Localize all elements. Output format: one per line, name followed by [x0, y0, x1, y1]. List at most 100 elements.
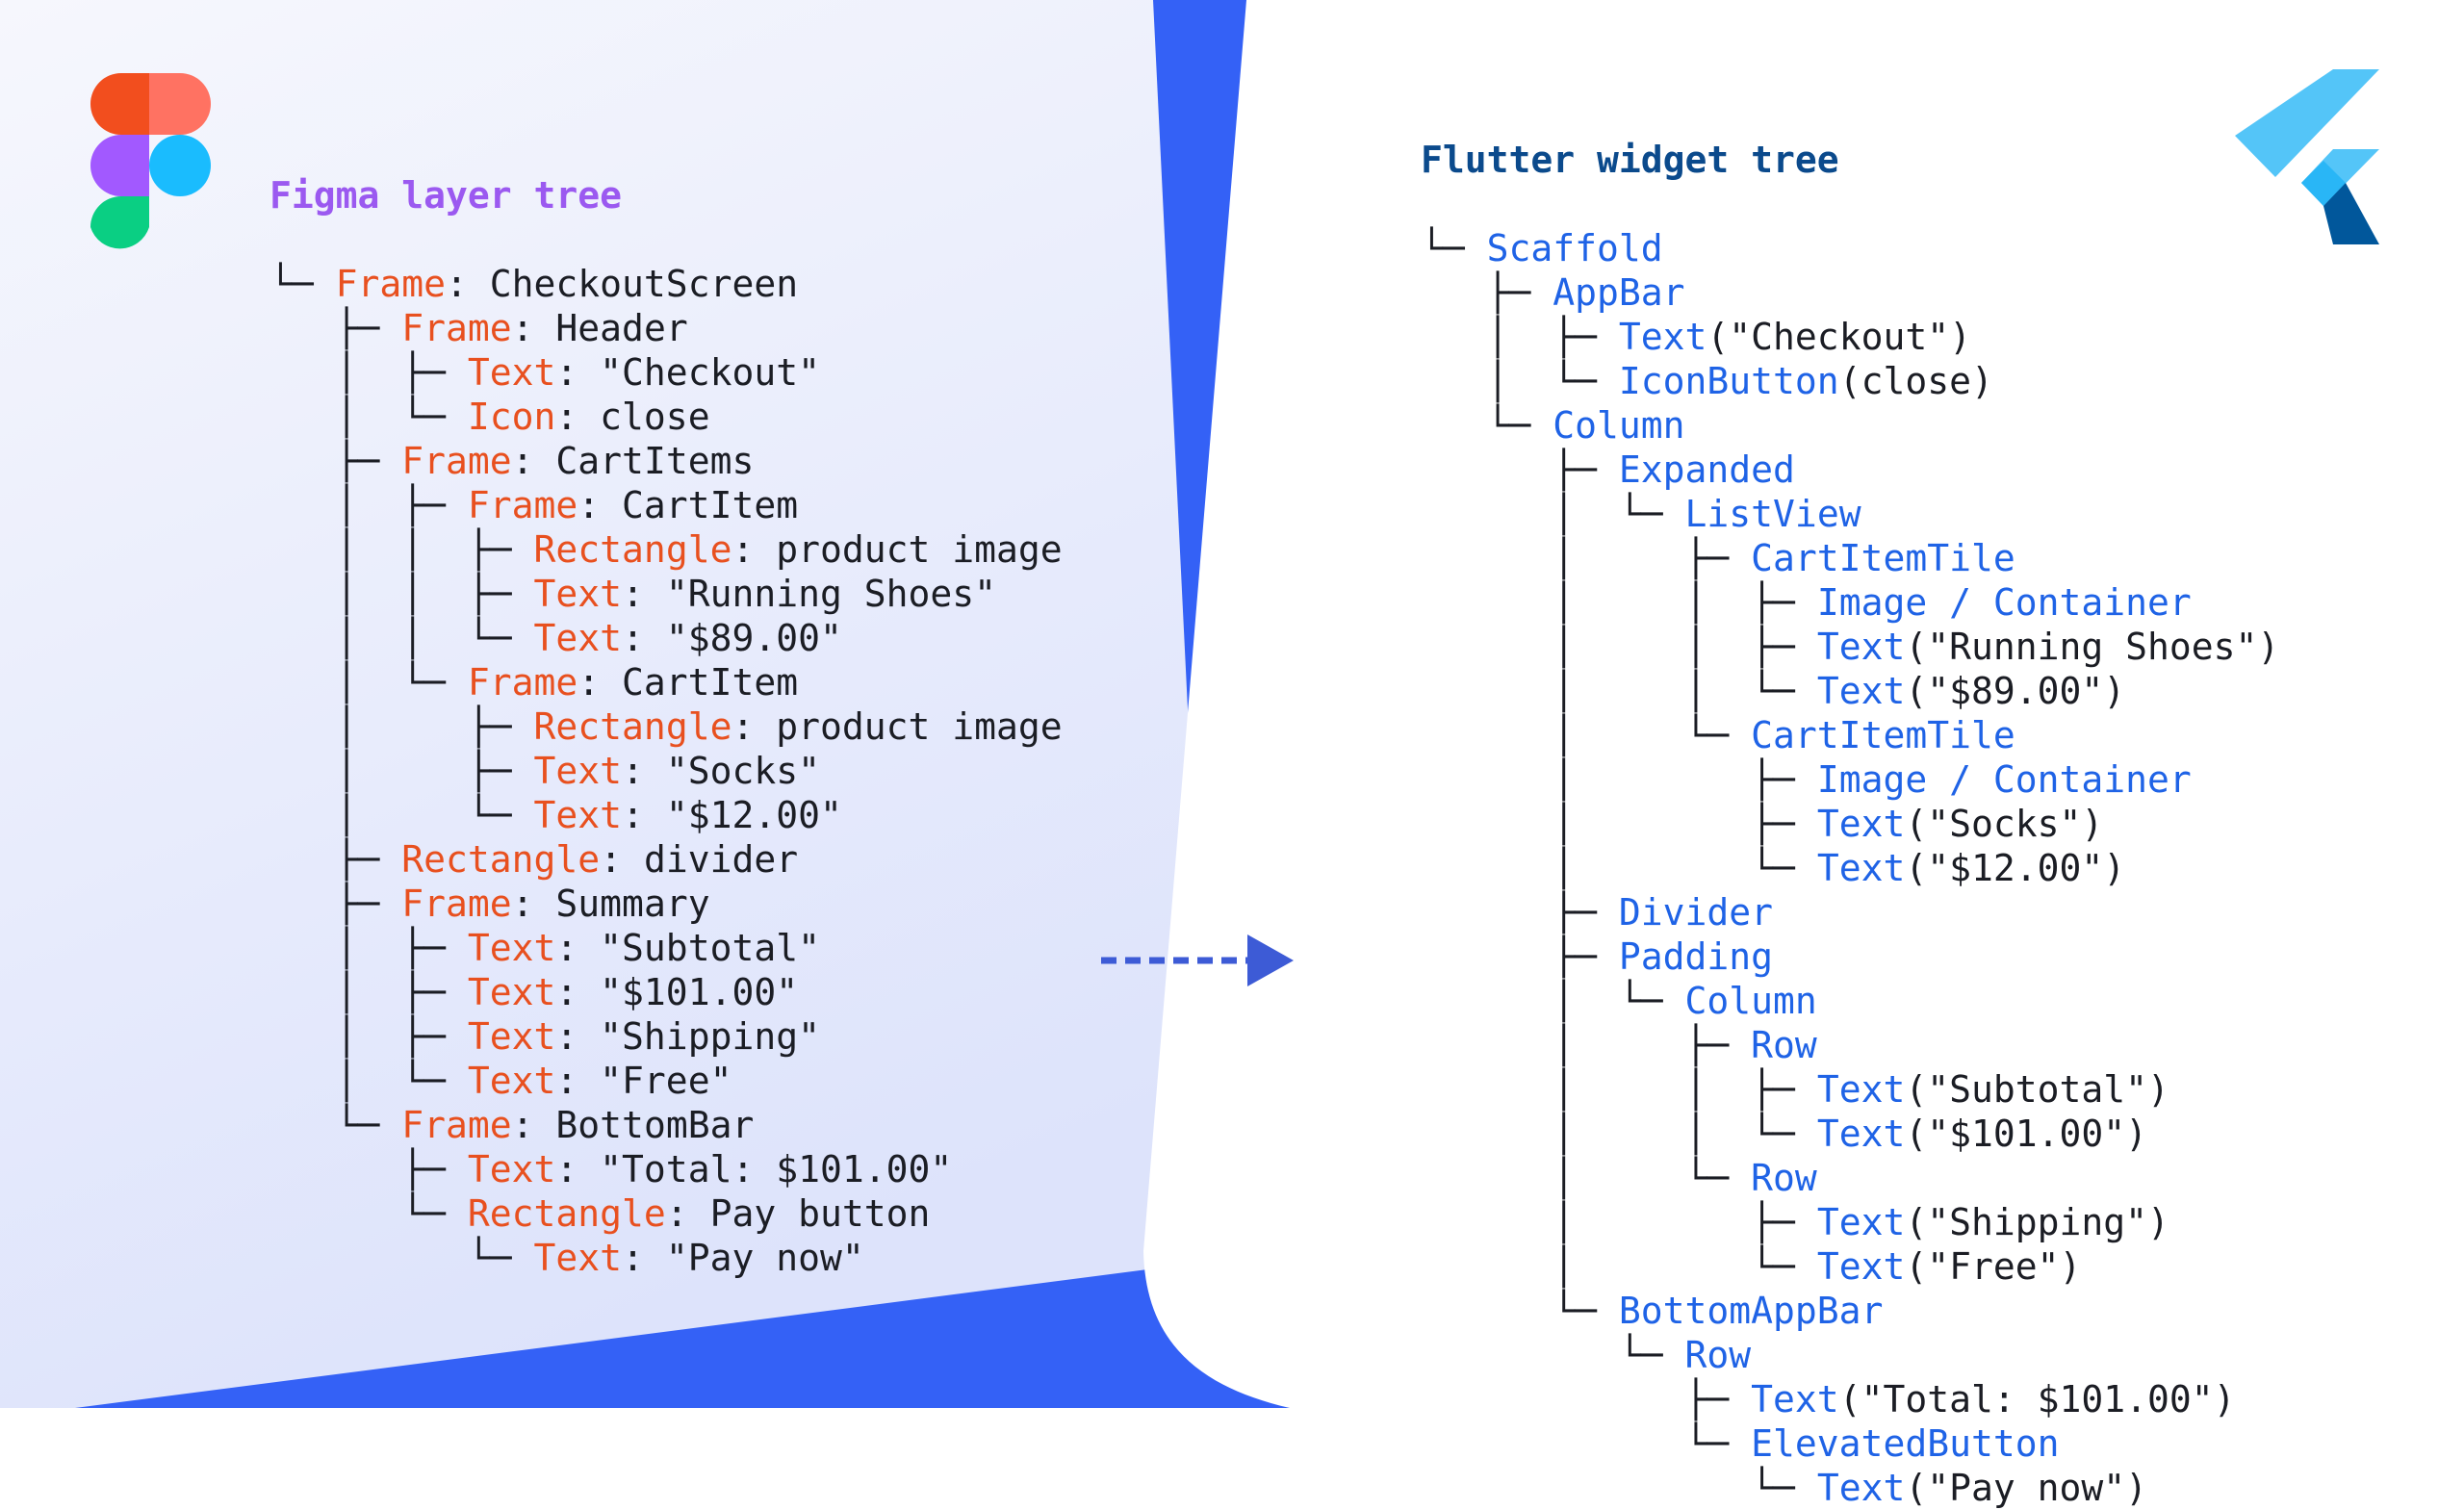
- figma-layer-node-label: : Pay button: [665, 1192, 931, 1235]
- flutter-widget-node: │ │ ├─ Text("Running Shoes"): [1421, 625, 2279, 669]
- figma-layer-node-label: : "$89.00": [622, 617, 842, 659]
- tree-connector: │ ├─: [1421, 537, 1752, 579]
- flutter-widget-node-type: Text: [1816, 1245, 1906, 1288]
- figma-layer-node-type: Text: [533, 573, 623, 615]
- tree-connector: └─: [1421, 1290, 1619, 1332]
- figma-layer-node-label: : "Subtotal": [555, 927, 820, 969]
- flutter-widget-node: │ ├─ Text("Socks"): [1421, 802, 2279, 846]
- flutter-widget-node-type: Divider: [1618, 891, 1774, 934]
- tree-connector: │ ├─: [1421, 1201, 1817, 1243]
- tree-connector: │ │ ├─: [1421, 1068, 1817, 1111]
- figma-layer-node-type: Text: [467, 1015, 556, 1058]
- figma-layer-node-label: : "Free": [555, 1060, 732, 1102]
- figma-layer-node: ├─ Text: "Total: $101.00": [270, 1147, 1063, 1191]
- flutter-widget-node: ├─ Text("Total: $101.00"): [1421, 1377, 2279, 1421]
- flutter-widget-node: │ │ └─ Text("$89.00"): [1421, 669, 2279, 713]
- tree-connector: │ │ ├─: [1421, 581, 1817, 624]
- figma-panel: [0, 0, 1215, 1408]
- tree-connector: ├─: [270, 1148, 468, 1190]
- flutter-widget-node-type: Text: [1816, 803, 1906, 845]
- flutter-widget-node: └─ Scaffold: [1421, 226, 2279, 270]
- flutter-widget-node: │ ├─ Text("Shipping"): [1421, 1200, 2279, 1244]
- tree-connector: └─: [270, 263, 336, 305]
- figma-layer-node-label: : "Pay now": [622, 1237, 864, 1279]
- tree-connector: │ └─: [270, 1060, 468, 1102]
- figma-layer-node: └─ Rectangle: Pay button: [270, 1191, 1063, 1236]
- tree-connector: │ └─: [1421, 847, 1817, 889]
- flutter-widget-node-type: Text: [1618, 316, 1707, 358]
- figma-layer-node: │ │ ├─ Text: "Running Shoes": [270, 572, 1063, 616]
- tree-connector: │ ├─: [270, 351, 468, 394]
- figma-layer-node: │ │ ├─ Rectangle: product image: [270, 527, 1063, 572]
- figma-layer-node-label: : "$12.00": [622, 794, 842, 836]
- tree-connector: │ │ └─: [1421, 1113, 1817, 1155]
- flutter-widget-node-type: Text: [1816, 1201, 1906, 1243]
- tree-connector: │ ├─: [270, 971, 468, 1013]
- flutter-widget-node-type: Scaffold: [1486, 227, 1663, 269]
- flutter-widget-node: └─ ElevatedButton: [1421, 1421, 2279, 1466]
- flutter-widget-node-type: Row: [1684, 1334, 1752, 1376]
- flutter-widget-node: │ └─ Row: [1421, 1156, 2279, 1200]
- tree-connector: │ └─: [270, 661, 468, 704]
- flutter-widget-node: │ │ ├─ Text("Subtotal"): [1421, 1067, 2279, 1112]
- figma-layer-node: │ └─ Frame: CartItem: [270, 660, 1063, 704]
- figma-layer-node-type: Rectangle: [533, 528, 732, 571]
- tree-connector: │ │ └─: [1421, 670, 1817, 712]
- tree-connector: └─: [1421, 227, 1487, 269]
- figma-layer-node: │ ├─ Text: "Shipping": [270, 1014, 1063, 1059]
- flutter-widget-node: │ │ └─ Text("$101.00"): [1421, 1112, 2279, 1156]
- figma-layer-node-label: : product image: [732, 705, 1063, 748]
- tree-connector: │ └─: [1421, 360, 1619, 402]
- figma-layer-tree: Figma layer tree └─ Frame: CheckoutScree…: [270, 85, 1063, 1280]
- tree-connector: ├─: [270, 307, 402, 349]
- flutter-widget-node-label: ("Total: $101.00"): [1838, 1378, 2236, 1420]
- figma-layer-node-type: Text: [467, 971, 556, 1013]
- flutter-widget-node: ├─ Padding: [1421, 934, 2279, 979]
- flutter-widget-node-type: Text: [1816, 1068, 1906, 1111]
- flutter-widget-node-label: ("Free"): [1905, 1245, 2082, 1288]
- flutter-widget-node-type: Text: [1816, 626, 1906, 668]
- figma-layer-node-type: Rectangle: [467, 1192, 666, 1235]
- flutter-panel: [1143, 0, 2464, 1408]
- flutter-widget-node-label: ("$101.00"): [1905, 1113, 2147, 1155]
- figma-layer-node: │ │ └─ Text: "$89.00": [270, 616, 1063, 660]
- flutter-widget-node-type: Text: [1816, 670, 1906, 712]
- figma-layer-node-type: Frame: [401, 440, 512, 482]
- figma-layer-node-type: Frame: [401, 307, 512, 349]
- flutter-widget-node-type: BottomAppBar: [1618, 1290, 1884, 1332]
- figma-layer-node-label: : "$101.00": [555, 971, 799, 1013]
- tree-connector: │ ├─: [1421, 758, 1817, 801]
- tree-connector: └─: [1421, 404, 1553, 447]
- figma-layer-node-type: Text: [467, 1148, 556, 1190]
- figma-layer-node: ├─ Frame: Header: [270, 306, 1063, 350]
- figma-layer-node-label: : CheckoutScreen: [446, 263, 799, 305]
- figma-layer-node-type: Text: [533, 794, 623, 836]
- figma-layer-node: │ └─ Text: "Free": [270, 1059, 1063, 1103]
- figma-layer-node-label: : Summary: [511, 883, 710, 925]
- flutter-widget-node-type: Text: [1751, 1378, 1839, 1420]
- flutter-widget-node: │ │ ├─ Image / Container: [1421, 580, 2279, 625]
- tree-connector: └─: [270, 1237, 534, 1279]
- flutter-widget-node: └─ Column: [1421, 403, 2279, 448]
- tree-connector: ├─: [1421, 448, 1619, 491]
- flutter-widget-node-type: Text: [1816, 847, 1906, 889]
- figma-layer-node-type: Text: [533, 1237, 623, 1279]
- flutter-widget-node-type: CartItemTile: [1751, 714, 2015, 756]
- flutter-widget-node: ├─ Expanded: [1421, 448, 2279, 492]
- flutter-widget-node: ├─ AppBar: [1421, 270, 2279, 315]
- figma-layer-node-label: : product image: [732, 528, 1063, 571]
- tree-connector: └─: [1421, 1422, 1752, 1465]
- flutter-widget-node: └─ Row: [1421, 1333, 2279, 1377]
- flutter-widget-node-type: Column: [1684, 980, 1817, 1022]
- figma-layer-node-type: Rectangle: [533, 705, 732, 748]
- figma-layer-node: │ ├─ Text: "$101.00": [270, 970, 1063, 1014]
- flutter-logo-icon: [2235, 69, 2379, 244]
- flutter-widget-node: │ ├─ Image / Container: [1421, 757, 2279, 802]
- figma-layer-node-type: Frame: [467, 661, 578, 704]
- flutter-widget-node-type: ListView: [1684, 493, 1861, 535]
- tree-connector: └─: [270, 1104, 402, 1146]
- figma-layer-node-label: : Header: [511, 307, 688, 349]
- tree-connector: └─: [1421, 1467, 1817, 1509]
- flutter-widget-node-type: Text: [1816, 1113, 1906, 1155]
- flutter-widget-node: │ └─ Text("Free"): [1421, 1244, 2279, 1289]
